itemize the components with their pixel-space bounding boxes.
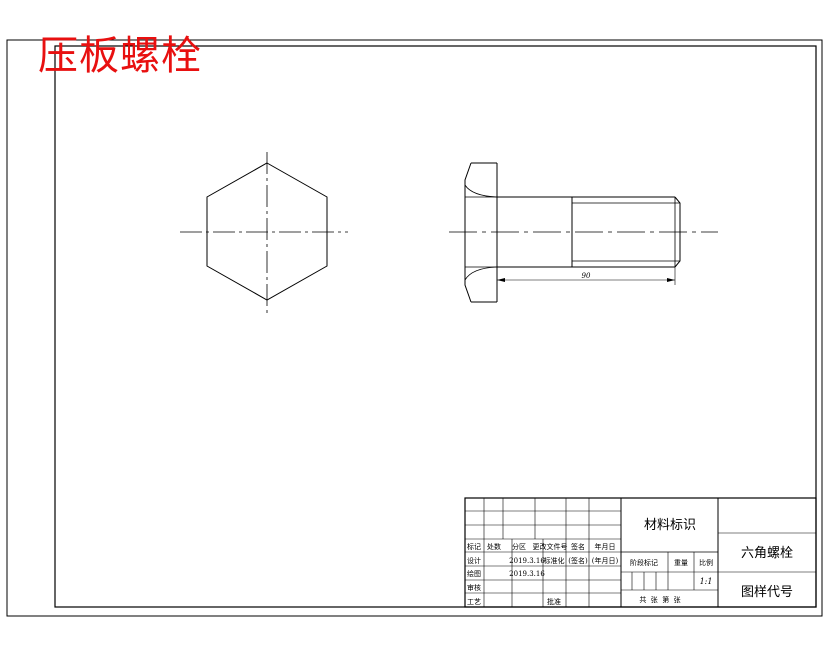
tb-scale-value: 1:1 (700, 577, 713, 586)
dim-arrow-left (497, 278, 505, 282)
tb-draw-date: 2019.3.16 (509, 570, 545, 578)
tb-approve-label: 批准 (547, 597, 561, 606)
drawing-title: 压板螺栓 (38, 33, 202, 79)
tb-design-label: 设计 (467, 556, 481, 565)
tb-weight: 重量 (674, 559, 688, 567)
tb-part-name: 六角螺栓 (741, 546, 793, 561)
title-block-border (464, 497, 817, 608)
bolt-head-chamfer-left (464, 162, 472, 303)
tb-drawing-number: 图样代号 (741, 585, 793, 600)
bolt-side-view: 90 (449, 162, 718, 303)
tb-header-sign: 签名 (571, 542, 585, 551)
tb-ymd-placeholder: (年月日) (592, 556, 619, 565)
sheet-inner-frame (54, 45, 817, 608)
tb-standardization-label: 标准化 (544, 556, 565, 565)
tb-sign-placeholder: (签名) (568, 556, 588, 565)
tb-header-zone: 分区 (512, 542, 526, 551)
hex-top-view (180, 152, 348, 316)
tb-sheets: 共 张 第 张 (639, 595, 680, 604)
dim-arrow-right (667, 278, 675, 282)
dimension-label: 90 (582, 272, 591, 280)
tb-header-date: 年月日 (595, 542, 616, 551)
tb-process-label: 工艺 (467, 598, 481, 606)
tb-header-change-doc: 更改文件号 (533, 542, 568, 551)
tb-header-count: 处数 (487, 542, 501, 551)
tb-check-label: 审核 (467, 583, 481, 592)
tb-header-mark: 标记 (467, 542, 481, 551)
tb-draw-label: 绘图 (467, 569, 481, 578)
tb-design-date: 2019.3.16 (509, 557, 545, 565)
tb-material: 材料标识 (644, 518, 696, 533)
tb-scale-label: 比例 (699, 558, 713, 567)
sheet-outer-border (6, 39, 823, 617)
tb-stage-mark: 阶段标记 (630, 558, 658, 567)
bolt-head-arc-bottom (464, 266, 498, 281)
title-block: 标记 处数 分区 更改文件号 签名 年月日 设计 2019.3.16 标准化 (… (464, 497, 817, 608)
bolt-head-arc-top (464, 184, 498, 198)
